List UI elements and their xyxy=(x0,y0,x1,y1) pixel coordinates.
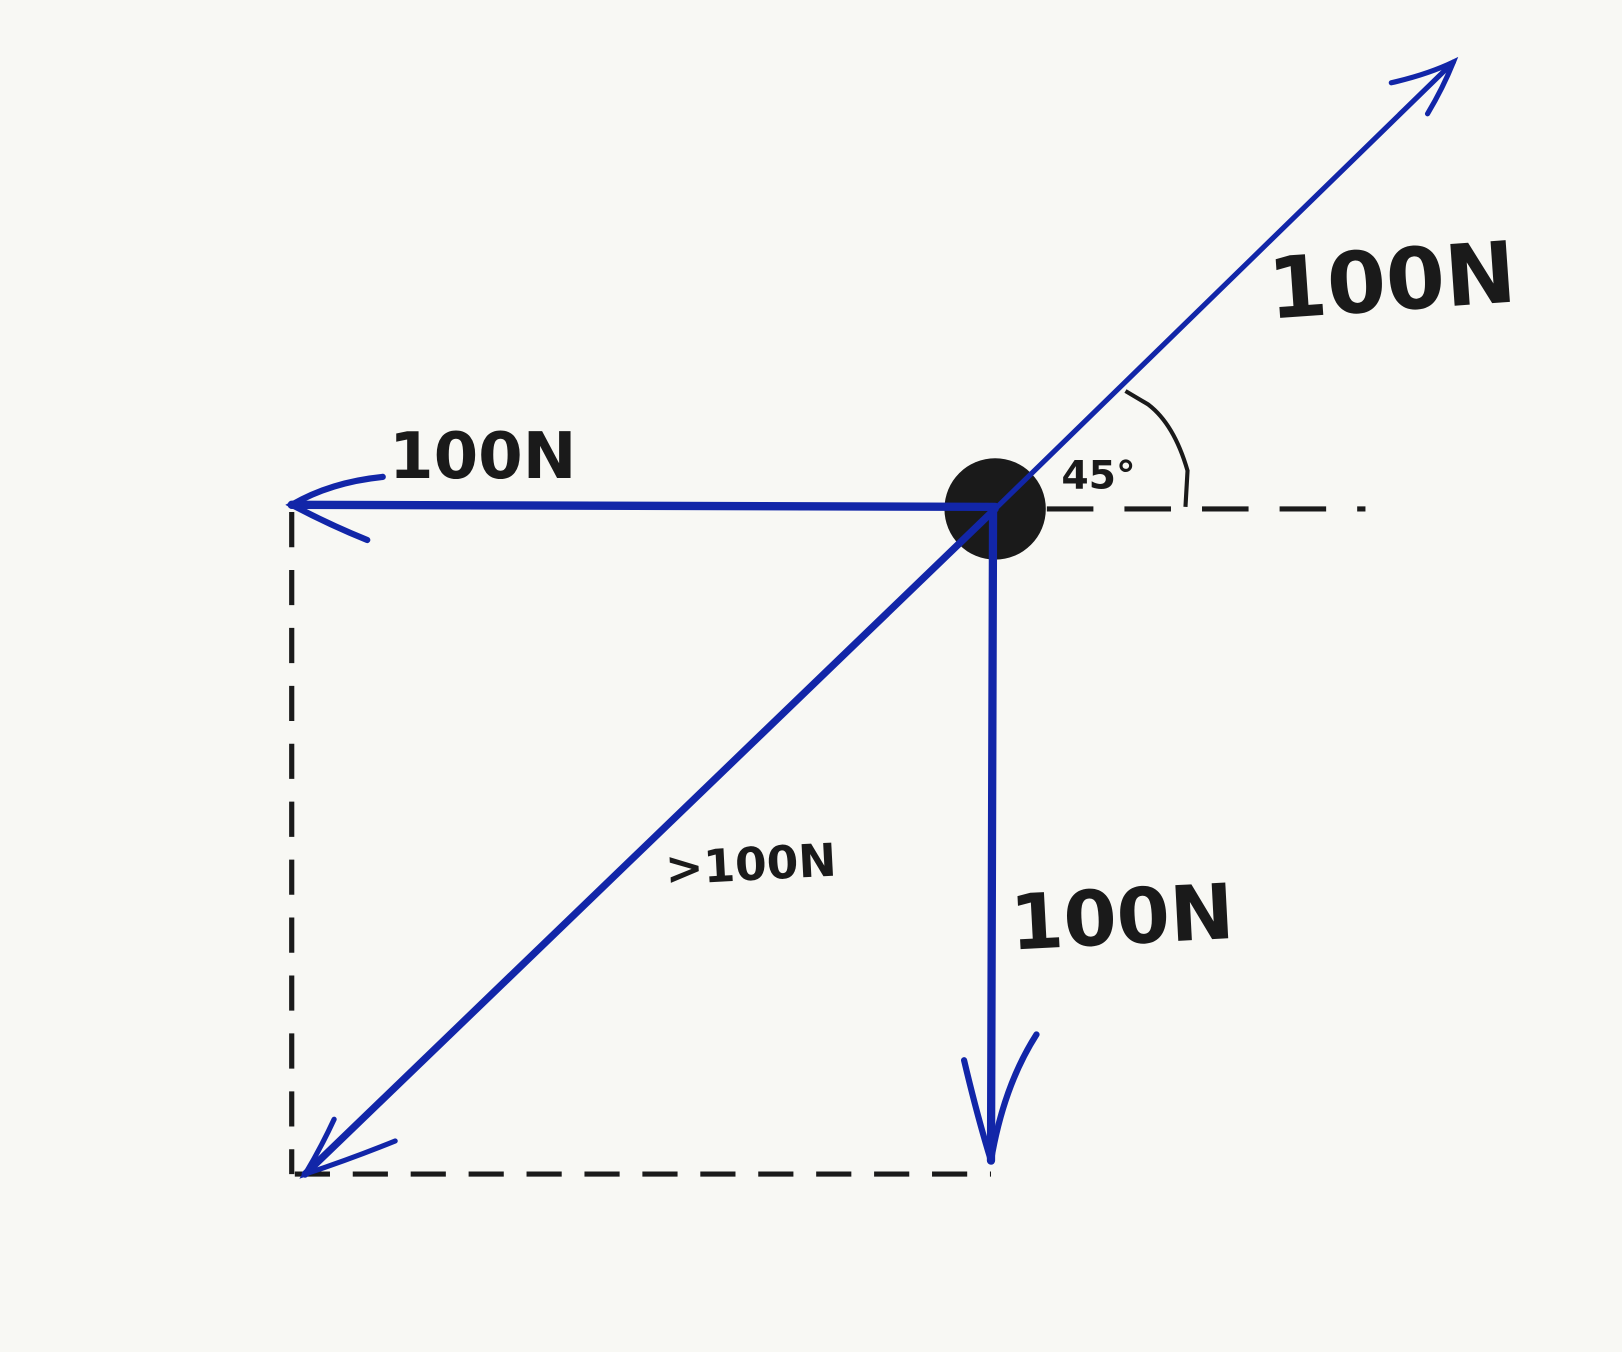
angle-arc xyxy=(1124,389,1190,507)
label-up-right-magnitude: 100N xyxy=(1265,223,1519,339)
label-left-magnitude: 100N xyxy=(389,419,577,494)
arrowhead-down xyxy=(960,1031,1040,1162)
arrowhead-left xyxy=(285,473,386,544)
vector-left xyxy=(287,500,1000,512)
label-angle: 45° xyxy=(1061,453,1135,498)
vector-down xyxy=(986,504,998,1165)
label-resultant-magnitude: >100N xyxy=(664,834,838,896)
label-down-magnitude: 100N xyxy=(1008,868,1236,969)
arrowhead-up-right xyxy=(1388,56,1459,117)
vector-up-right xyxy=(992,59,1456,512)
arrowhead-resultant xyxy=(299,1116,398,1179)
vector-resultant xyxy=(301,505,999,1178)
